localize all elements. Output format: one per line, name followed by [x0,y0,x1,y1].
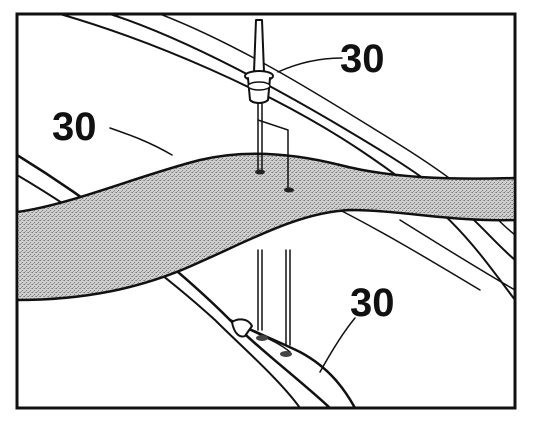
callout-leader-rail [319,317,356,373]
upper-frame-rails [59,14,515,301]
callout-label-rivet: 30 [340,37,385,81]
lower-rail [17,153,357,408]
callout-label-strap: 30 [52,105,97,149]
callout-leader-rivet [277,57,343,73]
callout-label-rail: 30 [350,281,395,325]
strap-panel [17,152,515,302]
callout-leader-strap [109,127,173,156]
strap-hole-1 [255,169,265,175]
alignment-guides [257,103,291,346]
rivet-icon [244,19,274,104]
strap-hole-2 [284,187,294,193]
